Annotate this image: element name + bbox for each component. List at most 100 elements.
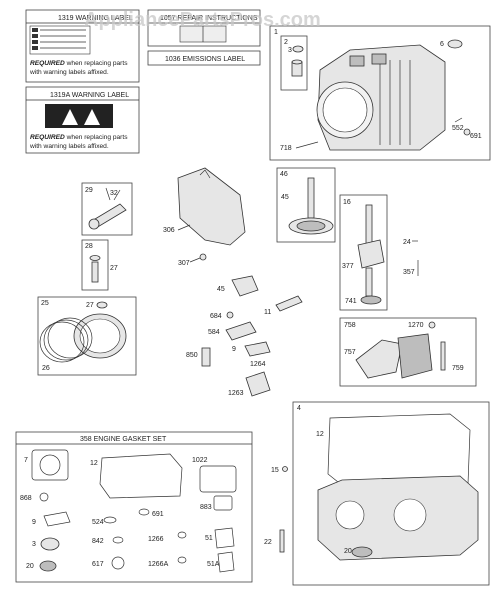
required-note-1319: REQUIRED when replacing parts (30, 60, 128, 67)
gasket-callout-883: 883 (200, 504, 212, 511)
dipstick-tube-icon (275, 295, 303, 312)
callout-6: 6 (440, 41, 444, 48)
warning-triangle-sticker-icon (45, 104, 113, 128)
connecting-rod-box[interactable]: 29 32 (81, 182, 133, 236)
gasket-callout-9: 9 (32, 519, 36, 526)
oil-seal-icon (351, 546, 373, 558)
camshaft-box[interactable]: 46 45 (276, 167, 336, 243)
callout-45b: 45 (217, 286, 225, 293)
callout-2: 2 (284, 39, 288, 46)
oil-pump-box[interactable]: 758 1270 757 759 (339, 317, 477, 387)
callout-1264: 1264 (250, 361, 266, 368)
gasket-callout-1266a: 1266A (148, 561, 169, 568)
callout-9a: 9 (232, 346, 236, 353)
warning-sticker-icon (29, 25, 91, 55)
callout-3: 3 (288, 47, 292, 54)
oil-pump-icon (355, 339, 403, 379)
sump-box[interactable]: 4 12 15 22 20 (264, 401, 490, 586)
sump-gasket-small-icon (99, 453, 183, 499)
repair-instructions-1057-box[interactable]: 1057 REPAIR INSTRUCTIONS (147, 9, 261, 47)
screw-307-icon (199, 253, 207, 261)
governor-gear-icon (231, 275, 259, 297)
callout-377: 377 (342, 263, 354, 270)
plug-15-icon (282, 466, 288, 472)
engine-gasket-set-box[interactable]: 358 ENGINE GASKET SET 7 12 1022 868 691 … (15, 431, 253, 583)
gasket-callout-20: 20 (26, 563, 34, 570)
site-watermark: AppliancePartsPros.com (84, 9, 321, 31)
gasket-callout-7: 7 (24, 457, 28, 464)
timing-gear-icon (360, 295, 382, 305)
piston-ring-icon (47, 317, 93, 359)
callout-757: 757 (344, 349, 356, 356)
piston-pin-box[interactable]: 28 27 (81, 239, 118, 291)
gasket-callout-524: 524 (92, 519, 104, 526)
gasket-set-title: 358 ENGINE GASKET SET (80, 436, 167, 443)
required-rest-2: when replacing parts (65, 134, 128, 141)
callout-741: 741 (345, 298, 357, 305)
callout-552: 552 (452, 125, 464, 132)
callout-29: 29 (85, 187, 93, 194)
callout-32: 32 (110, 190, 118, 197)
camshaft-icon (307, 177, 315, 219)
callout-26: 26 (42, 365, 50, 372)
callout-759: 759 (452, 365, 464, 372)
warning-label-1319a-box[interactable]: 1319A WARNING LABEL REQUIRED when replac… (25, 86, 140, 154)
emissions-label-1036-box[interactable]: 1036 EMISSIONS LABEL (147, 50, 261, 66)
crankshaft-box[interactable]: 16 377 741 24 357 (339, 194, 419, 311)
callout-584: 584 (208, 329, 220, 336)
required-word-2: REQUIRED (30, 134, 65, 141)
valve-icon (201, 347, 211, 367)
callout-307: 307 (178, 260, 190, 267)
gasket-callout-51a: 51A (207, 561, 220, 568)
callout-1270: 1270 (408, 322, 424, 329)
required-word: REQUIRED (30, 60, 65, 67)
callout-1263: 1263 (228, 390, 244, 397)
head-gasket-icon (31, 449, 69, 481)
emissions-label-1036-title: 1036 EMISSIONS LABEL (165, 56, 245, 63)
breather-icon (225, 321, 257, 341)
callout-24: 24 (403, 239, 411, 246)
warning-label-1319-box[interactable]: 1319 WARNING LABEL REQUIRED when replaci… (25, 9, 140, 83)
callout-12b: 12 (316, 431, 324, 438)
callout-718: 718 (280, 145, 292, 152)
callout-850: 850 (186, 352, 198, 359)
valve-cover-gasket-icon (199, 465, 237, 493)
gasket-callout-868: 868 (20, 495, 32, 502)
callout-27a: 27 (110, 265, 118, 272)
crankshaft-icon (365, 204, 373, 246)
gasket-callout-51: 51 (205, 535, 213, 542)
callout-691: 691 (470, 133, 482, 140)
gasket-callout-3: 3 (32, 541, 36, 548)
piston-box[interactable]: 25 27 26 (37, 296, 137, 376)
gasket-callout-12: 12 (90, 460, 98, 467)
gasket-callout-617: 617 (92, 561, 104, 568)
callout-46: 46 (280, 171, 288, 178)
callout-22: 22 (264, 539, 272, 546)
bolt-22-icon (279, 529, 285, 553)
required-rest: when replacing parts (65, 60, 128, 67)
governor-group[interactable]: 45 684 11 584 9 850 1264 1263 (186, 275, 303, 397)
callout-684: 684 (210, 313, 222, 320)
plate-1263-icon (245, 371, 271, 397)
required-note-1319a-line2: with warning labels affixed. (29, 143, 109, 150)
dowel-pin-icon (292, 45, 304, 53)
callout-16: 16 (343, 199, 351, 206)
seal-6-icon (447, 39, 463, 49)
required-note-1319-line2: with warning labels affixed. (29, 69, 109, 76)
callout-758: 758 (344, 322, 356, 329)
callout-27b: 27 (86, 302, 94, 309)
cylinder-assembly-box[interactable]: 1 2 3 6 552 691 718 (269, 25, 491, 161)
callout-45a: 45 (281, 194, 289, 201)
callout-28: 28 (85, 243, 93, 250)
air-guide-icon (177, 167, 246, 246)
callout-20b: 20 (344, 548, 352, 555)
air-guide-group[interactable]: 306 307 (163, 167, 246, 267)
callout-25: 25 (41, 300, 49, 307)
gasket-callout-1022: 1022 (192, 457, 208, 464)
repair-instructions-1057-title: 1057 REPAIR INSTRUCTIONS (160, 15, 258, 22)
piston-pin-icon (91, 261, 99, 283)
callout-15: 15 (271, 467, 279, 474)
callout-11: 11 (264, 309, 271, 316)
warning-label-1319a-title: 1319A WARNING LABEL (50, 92, 129, 99)
